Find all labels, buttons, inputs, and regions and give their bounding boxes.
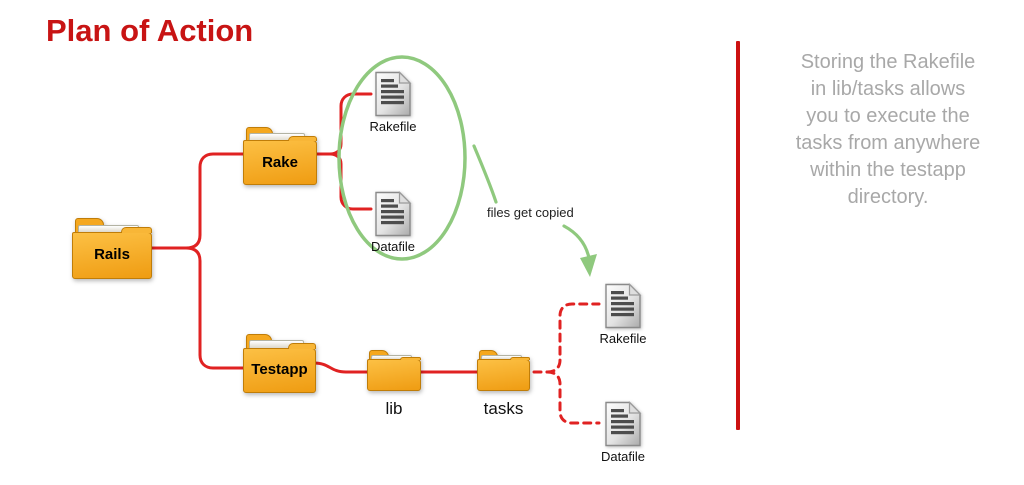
folder-rake: Rake: [243, 127, 317, 185]
folder-icon: [367, 350, 421, 391]
page-title: Plan of Action: [46, 13, 254, 48]
file-label: Rakefile: [369, 119, 417, 134]
edge-rake-rakefile: [328, 92, 373, 156]
sidebar-note: Storing the Rakefile in lib/tasks allows…: [755, 49, 1021, 211]
folder-testapp-label: Testapp: [251, 361, 308, 379]
arrowhead-icon: [580, 254, 597, 277]
edge-rails-testapp: [184, 246, 246, 370]
sidebar-note-line: you to execute the: [806, 105, 970, 127]
edge-rake-datafile: [328, 152, 373, 211]
folder-tasks-label: tasks: [483, 399, 524, 418]
file-datafile-copy: Datafile: [601, 401, 645, 464]
edge-rails-rake: [184, 152, 246, 250]
folder-lib-label: lib: [385, 399, 403, 418]
document-icon: [375, 191, 412, 237]
folder-rails-label: Rails: [94, 246, 130, 264]
sidebar-note-line: within the testapp: [810, 159, 966, 181]
highlight-ellipse: [337, 55, 467, 261]
sidebar-note-line: directory.: [847, 186, 929, 208]
folder-tasks: tasks: [477, 350, 530, 418]
file-label: Rakefile: [599, 331, 647, 346]
file-label: Datafile: [370, 239, 416, 254]
curved-arrow-down-icon: [472, 144, 498, 204]
folder-icon: [477, 350, 530, 391]
document-icon: [605, 283, 642, 329]
files-get-copied-label: files get copied: [487, 205, 574, 220]
folder-icon: [243, 127, 317, 185]
folder-icon: [72, 218, 152, 279]
edge-tasks-datafile-copy: [545, 370, 601, 425]
document-icon: [605, 401, 642, 447]
folder-testapp: Testapp: [243, 334, 316, 393]
folder-rake-label: Rake: [262, 153, 298, 171]
folder-icon: [243, 334, 316, 393]
file-label: Datafile: [600, 449, 646, 464]
curved-arrow-down-icon: [562, 224, 591, 260]
edge-testapp-lib-tasks: [312, 361, 530, 374]
file-rakefile-source: Rakefile: [370, 71, 416, 134]
file-datafile-source: Datafile: [371, 191, 415, 254]
sidebar-note-line: in lib/tasks allows: [810, 78, 966, 100]
file-rakefile-copy: Rakefile: [600, 283, 646, 346]
vertical-divider: [736, 41, 740, 430]
folder-lib: lib: [367, 350, 421, 418]
sidebar-note-line: tasks from anywhere: [795, 132, 981, 154]
folder-rails: Rails: [72, 218, 152, 279]
sidebar-note-line: Storing the Rakefile: [800, 51, 976, 73]
document-icon: [375, 71, 412, 117]
edge-tasks-rakefile-copy: [545, 302, 601, 374]
